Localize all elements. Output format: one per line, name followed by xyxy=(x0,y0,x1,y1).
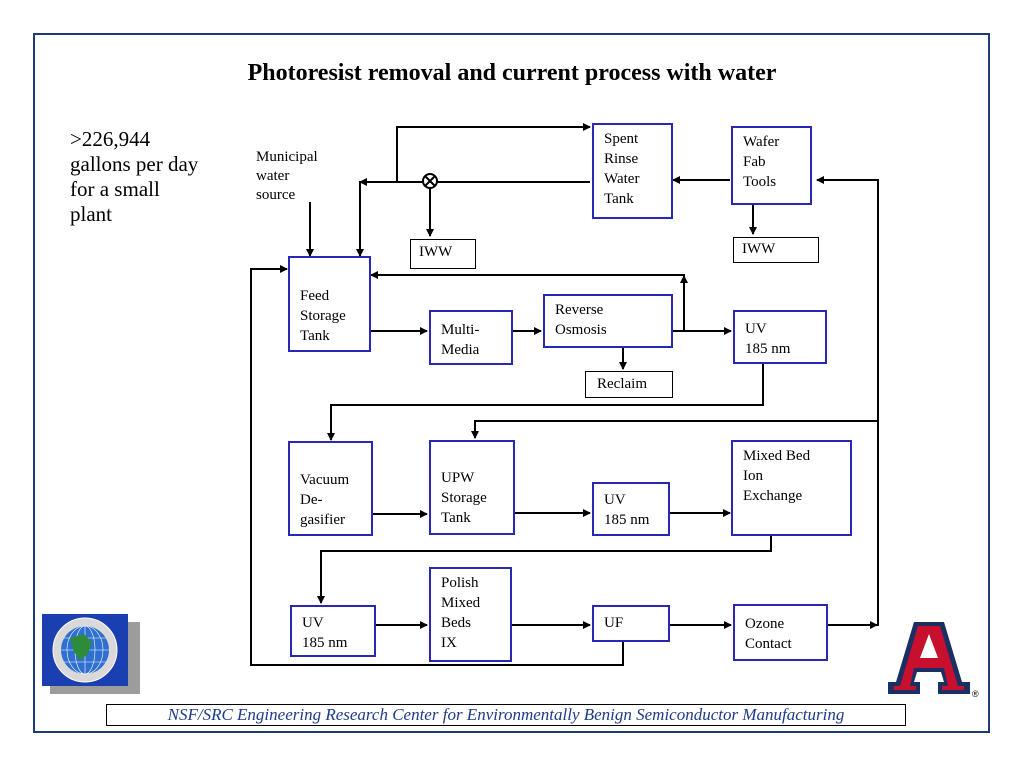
uf-filter: UF xyxy=(592,605,670,642)
registered-mark: ® xyxy=(972,689,979,699)
uv-185-second: UV 185 nm xyxy=(592,482,670,536)
uv-185-first: UV 185 nm xyxy=(733,310,827,364)
valve-icon xyxy=(422,173,438,189)
vacuum-degasifier: Vacuum De- gasifier xyxy=(288,441,373,536)
iww-outlet-tools: IWW xyxy=(733,237,819,263)
arrow-uf-feed-return xyxy=(250,265,624,666)
wafer-fab-tools: Wafer Fab Tools xyxy=(731,126,812,205)
arrow-ozone-wafer xyxy=(816,176,879,626)
arrow-uv1-vacuum xyxy=(327,363,764,441)
usage-note: >226,944 gallons per day for a small pla… xyxy=(70,127,199,226)
spent-rinse-water-tank: Spent Rinse Water Tank xyxy=(592,123,673,219)
mixed-bed-ion-exchange: Mixed Bed Ion Exchange xyxy=(731,440,852,536)
upw-storage-tank: UPW Storage Tank xyxy=(429,440,515,535)
slide-title: Photoresist removal and current process … xyxy=(247,60,777,86)
multi-media-filter: Multi- Media xyxy=(429,310,513,365)
feed-storage-tank: Feed Storage Tank xyxy=(288,256,371,352)
municipal-water-label: Municipal water source xyxy=(256,149,318,203)
arrow-loop-to-spent xyxy=(396,123,591,182)
footer-center-name: NSF/SRC Engineering Research Center for … xyxy=(106,704,906,726)
uv-185-third: UV 185 nm xyxy=(290,605,376,657)
arrow-mixed-uv3 xyxy=(317,535,772,604)
university-a-logo: ® xyxy=(888,622,979,699)
ozone-contact: Ozone Contact xyxy=(733,604,828,661)
reverse-osmosis: Reverse Osmosis xyxy=(543,294,673,348)
arrow-return-upw xyxy=(471,420,878,439)
erc-seal-logo xyxy=(42,614,140,694)
slide-frame xyxy=(33,33,990,733)
reclaim-outlet: Reclaim xyxy=(585,371,673,398)
iww-outlet-valve: IWW xyxy=(410,239,476,269)
polish-mixed-beds-ix: Polish Mixed Beds IX xyxy=(429,567,512,662)
